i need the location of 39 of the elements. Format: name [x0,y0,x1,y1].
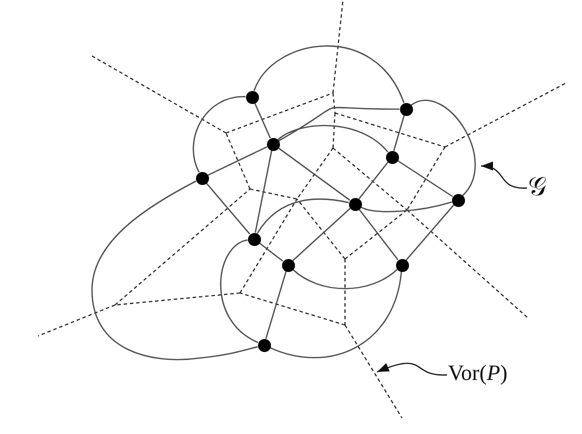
graph-edge [254,150,272,233]
graph-edge [254,102,271,138]
graph-edge [278,147,350,201]
graph-edge [265,271,287,339]
graph-label: 𝒢 [527,173,548,202]
vertex-dot [396,258,408,272]
vertex-dot [266,138,280,150]
vertex-dot [452,194,464,206]
leader-arrow [480,162,527,189]
graph-edge [278,124,388,152]
vertex-dot [246,90,258,104]
graph-edge [393,115,405,151]
vertex-dot [282,258,294,272]
vertex-dot [258,338,270,352]
graph-edge [256,198,349,234]
graph-edge [192,96,246,172]
vertex-dot [248,232,260,246]
graph-edge [220,239,258,344]
vertex-dot [196,172,208,184]
vertex-dot [386,150,398,164]
vertex-dot [348,198,362,210]
graph-edge [254,45,404,104]
graph-edge [360,201,452,212]
leader-arrow [376,362,447,376]
graph-edge [91,180,258,360]
graph-edge [406,204,454,261]
graph-edge [358,162,389,200]
vertex-dot [400,102,412,116]
graph-edge [258,242,284,262]
graph-edge [358,208,399,260]
graph-edge [270,271,402,358]
graph-edge [206,182,250,235]
voronoi-label: Vor(P) [447,361,508,386]
graph-edge [292,208,351,262]
graph-edge [292,268,398,290]
graph-edge [410,100,476,196]
graph-edge [278,106,400,142]
graph-edge [397,160,453,198]
graph-edge [208,146,268,176]
